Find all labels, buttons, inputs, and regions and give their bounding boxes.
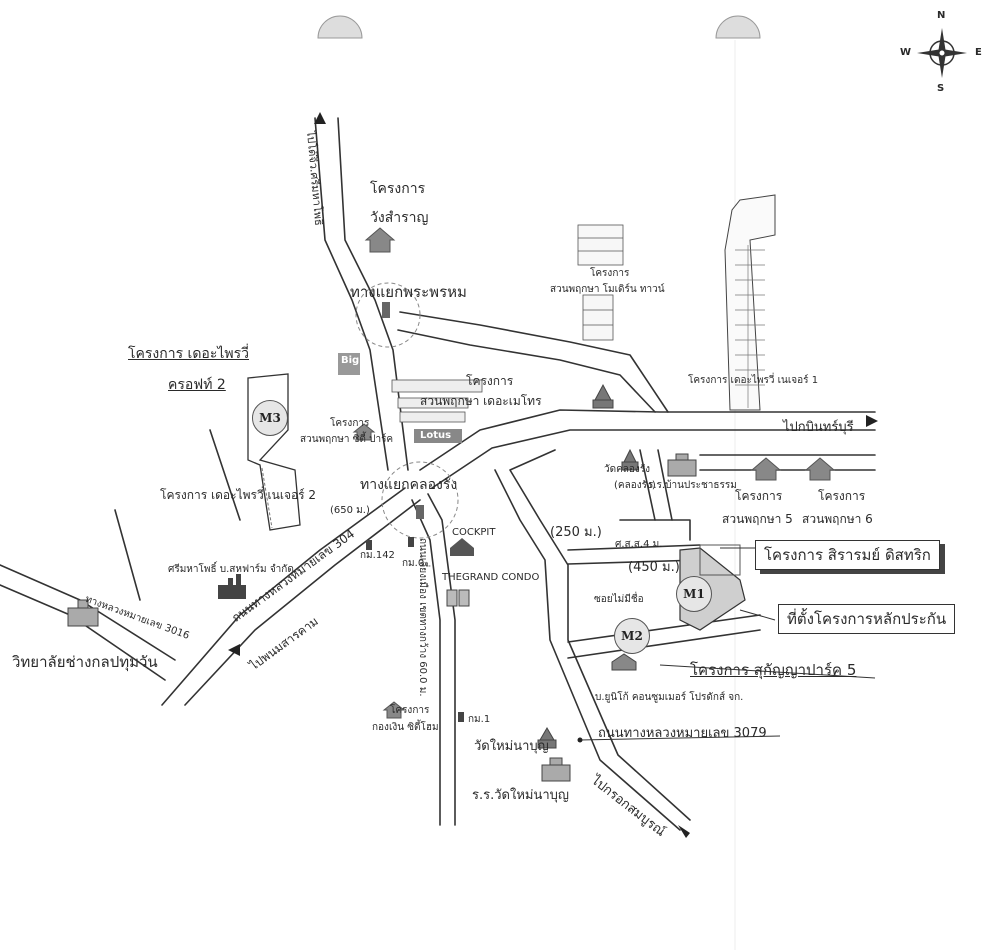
- compass-w: W: [900, 47, 912, 58]
- traffic-light-icon: [416, 505, 424, 519]
- temple-icon: [621, 448, 639, 471]
- warehouse-icon: [611, 653, 637, 671]
- house-icon: [352, 423, 376, 441]
- label-sp5-2: สวนพฤกษา 5: [722, 512, 793, 526]
- label-cockpit: COCKPIT: [452, 527, 496, 538]
- house-icon: [804, 457, 836, 481]
- label-srimahaphot: ศรีมหาโพธิ์ บ.สหฟาร์ม จำกัด: [168, 564, 294, 575]
- label-modern-town-2: สวนพฤกษา โมเดิร์น ทาวน์: [550, 284, 665, 295]
- label-lotus: Lotus: [420, 430, 452, 441]
- temple-icon: [592, 383, 614, 409]
- label-privy-nature1: โครงการ เดอะไพรวี่ เนเจอร์ 1: [688, 375, 819, 386]
- house-icon: [382, 701, 406, 719]
- km-marker-icon: [458, 712, 464, 722]
- label-wat-mai-naboon: วัดใหม่นาบุญ: [474, 739, 549, 754]
- label-school-prachatham: ร.ร.บ้านประชาธรรม: [648, 480, 737, 491]
- label-kongngoen-1: โครงการ: [390, 705, 430, 716]
- label-wang-samran-1: โครงการ: [370, 181, 426, 197]
- label-main-location: ที่ตั้งโครงการหลักประกัน: [778, 604, 956, 634]
- label-km142: กม.142: [360, 550, 395, 561]
- road-north: [314, 117, 389, 471]
- label-dist-450: (450 ม.): [628, 560, 680, 575]
- binder-hole: [715, 15, 761, 39]
- metro-plan: [391, 379, 483, 423]
- privy-nature1-plan: [724, 194, 776, 411]
- house-icon: [750, 457, 782, 481]
- road-bypass: [427, 493, 456, 826]
- school-icon: [67, 599, 99, 627]
- compass-s: S: [937, 83, 945, 94]
- school-icon: [541, 757, 571, 782]
- label-grand-condo: THEGRAND CONDO: [442, 572, 540, 583]
- label-sp5-1: โครงการ: [735, 489, 783, 503]
- label-sp6-1: โครงการ: [818, 489, 866, 503]
- road-bypass: [411, 499, 441, 826]
- label-klong-rang-junction: ทางแยกคลองรัง: [360, 477, 458, 493]
- label-hwy3079: ถนนทางหลวงหมายเลข 3079: [598, 726, 767, 741]
- m2-marker: M2: [614, 618, 650, 654]
- binder-hole: [317, 15, 363, 39]
- label-metro-2: สวนพฤกษา เดอะเมโทร: [420, 394, 542, 408]
- road-phraphrom-ne: [397, 329, 656, 413]
- big-c-logo: [338, 353, 360, 375]
- cockpit-icon: [450, 538, 474, 556]
- label-siram-ditsarik: โครงการ สิรารมย์ ดิสทริก: [755, 540, 940, 570]
- label-dist-250: (250 ม.): [550, 525, 602, 540]
- phra-phrom-junction-circle: [355, 282, 421, 348]
- label-health-center: ศ.ส.ส.4 ม.: [615, 539, 663, 550]
- label-soi-no-name: ซอยไม่มีชื่อ: [594, 594, 644, 605]
- modern-town-plan: [577, 224, 624, 341]
- road-hwy-sw: [184, 499, 421, 706]
- school-icon: [667, 453, 697, 477]
- label-big-c: Big: [341, 355, 360, 366]
- label-wang-samran-2: วังสำราญ: [370, 210, 429, 226]
- label-sp6-2: สวนพฤกษา 6: [802, 512, 873, 526]
- label-privy-croft-2: ครอฟท์ 2: [168, 377, 226, 393]
- km-marker-icon: [366, 540, 372, 550]
- label-km0: กม.0: [402, 558, 425, 569]
- house-icon: [364, 227, 396, 253]
- arrow-west-icon: [228, 644, 240, 656]
- m1-marker: M1: [676, 576, 712, 612]
- label-phra-phrom-junction: ทางแยกพระพรหม: [350, 283, 467, 301]
- road-hwy-east: [419, 409, 876, 471]
- label-city-park-1: โครงการ: [330, 418, 370, 429]
- arrow-north-icon: [314, 112, 326, 124]
- label-sukanya-park5: โครงการ สุกัญญาปาร์ค 5: [690, 661, 857, 679]
- label-college: วิทยาลัยช่างกลปทุมวัน: [12, 653, 158, 671]
- label-unico: บ.ยูนิโก้ คอนซูมเมอร์ โปรดักส์ จก.: [595, 692, 744, 703]
- label-wat-klong-rang-2: (คลองรัง): [614, 480, 656, 491]
- factory-icon: [218, 574, 246, 599]
- label-modern-town-1: โครงการ: [590, 268, 630, 279]
- compass-e: E: [975, 47, 982, 58]
- road-hwy-east: [431, 429, 876, 489]
- label-wat-klong-rang-1: วัดคลองรัง: [604, 464, 651, 475]
- label-privy-croft-1: โครงการ เดอะไพรวี่: [128, 346, 250, 362]
- label-km1: กม.1: [468, 714, 491, 725]
- label-metro-1: โครงการ: [466, 374, 514, 388]
- compass-icon: [917, 28, 967, 78]
- road-3079: [494, 469, 681, 831]
- condo-icon: [446, 589, 470, 607]
- label-kongngoen-2: กองเงิน ซิตี้โฮม: [372, 722, 439, 733]
- label-to-prachinburi: ไปกบินทร์บุรี: [783, 420, 854, 435]
- km-marker-icon: [408, 537, 414, 547]
- arrow-east-icon: [866, 415, 878, 427]
- lotus-logo: [414, 429, 462, 443]
- label-city-park-2: สวนพฤกษา ซิตี้ ปาร์ค: [300, 434, 394, 445]
- label-dist-650: (650 ม.): [330, 505, 370, 516]
- m3-plot: [247, 373, 301, 531]
- compass-n: N: [937, 10, 946, 21]
- traffic-light-icon: [382, 302, 390, 318]
- label-road-60m: ถนนเลี่ยงเมือง เขตทางกว้าง 60.0 ม.: [417, 538, 428, 697]
- m3-marker: M3: [252, 400, 288, 436]
- label-privy-nature2: โครงการ เดอะไพรวี่ เนเจอร์ 2: [160, 488, 317, 502]
- arrow-se-icon: [678, 825, 690, 838]
- klong-rang-junction-circle: [381, 461, 459, 539]
- temple-icon: [537, 727, 557, 749]
- road-hwy-sw: [161, 487, 406, 706]
- label-school-wat-mai: ร.ร.วัดใหม่นาบุญ: [472, 788, 569, 803]
